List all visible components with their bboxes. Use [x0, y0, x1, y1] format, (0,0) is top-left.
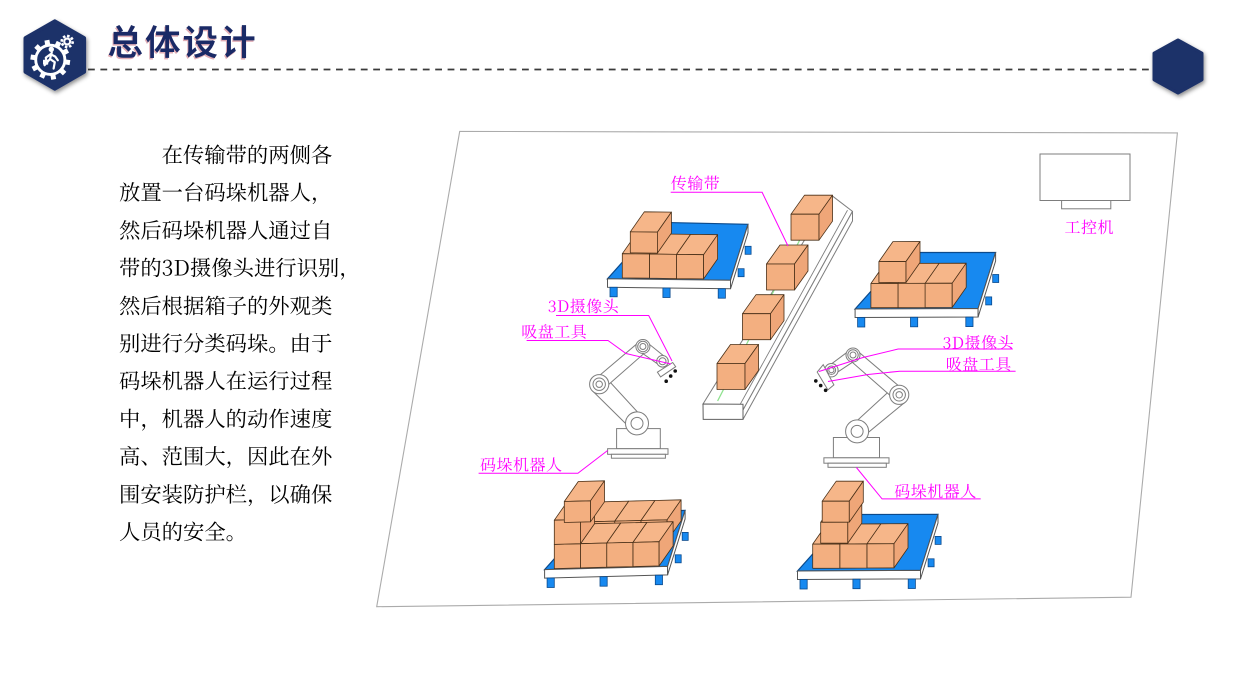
svg-text:工控机: 工控机 — [1065, 215, 1115, 238]
svg-text:围安装防护栏，以确保: 围安装防护栏，以确保 — [119, 478, 332, 509]
svg-text:码垛机器人在运行过程: 码垛机器人在运行过程 — [119, 365, 332, 396]
svg-text:别进行分类码垛。由于: 别进行分类码垛。由于 — [119, 327, 332, 358]
svg-text:吸盘工具: 吸盘工具 — [521, 320, 587, 343]
svg-text:总体设计: 总体设计 — [108, 15, 258, 66]
svg-text:3D摄像头: 3D摄像头 — [943, 331, 1015, 354]
svg-text:3D摄像头: 3D摄像头 — [548, 294, 620, 317]
svg-text:中，机器人的动作速度: 中，机器人的动作速度 — [119, 402, 332, 433]
svg-text:在传输带的两侧各: 在传输带的两侧各 — [162, 139, 333, 170]
svg-text:码垛机器人: 码垛机器人 — [480, 453, 563, 476]
svg-text:码垛机器人: 码垛机器人 — [894, 479, 977, 502]
svg-text:然后根据箱子的外观类: 然后根据箱子的外观类 — [119, 289, 332, 320]
svg-text:人员的安全。: 人员的安全。 — [119, 516, 247, 547]
svg-text:然后码垛机器人通过自: 然后码垛机器人通过自 — [119, 214, 332, 245]
svg-text:放置一台码垛机器人，: 放置一台码垛机器人， — [119, 176, 332, 207]
svg-text:高、范围大，因此在外: 高、范围大，因此在外 — [119, 440, 332, 471]
svg-text:吸盘工具: 吸盘工具 — [946, 352, 1012, 375]
svg-text:带的3D摄像头进行识别，: 带的3D摄像头进行识别， — [119, 252, 361, 283]
svg-text:传输带: 传输带 — [671, 171, 721, 194]
